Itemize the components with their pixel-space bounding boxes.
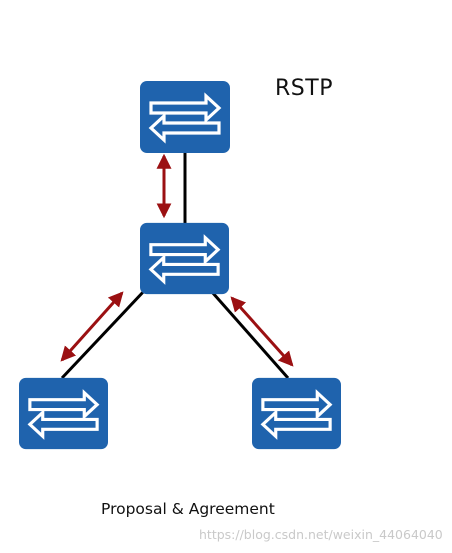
watermark: https://blog.csdn.net/weixin_44064040 xyxy=(199,527,443,542)
switch-icon-center xyxy=(140,222,229,295)
link-center-bottom-right xyxy=(210,291,290,379)
diagram-title: RSTP xyxy=(275,76,333,101)
diagram-caption: Proposal & Agreement xyxy=(101,500,275,518)
switch-icon-top xyxy=(140,81,230,153)
exchange-arrow-center-bottom-right xyxy=(230,296,294,367)
switch-icon-bottom-right xyxy=(252,377,341,450)
link-center-bottom-left xyxy=(60,288,147,380)
exchange-arrows xyxy=(60,153,294,367)
exchange-arrow-center-bottom-left xyxy=(60,291,124,362)
switch-icon-bottom-left xyxy=(19,377,108,450)
